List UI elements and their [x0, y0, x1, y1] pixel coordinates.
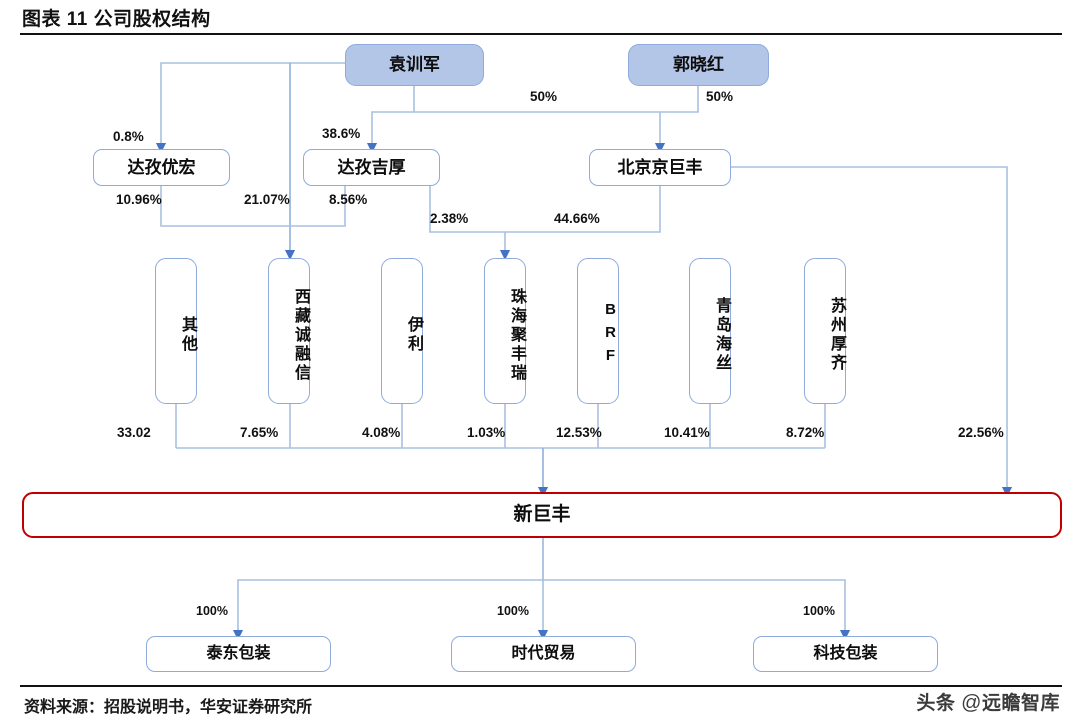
node-label: 时代贸易 — [511, 645, 576, 663]
pct-haisi: 10.41% — [664, 425, 710, 440]
node-brf[interactable]: BRF — [577, 258, 619, 404]
node-label: 西藏诚融信 — [292, 287, 309, 383]
edge-yuan-to-daziyouhong — [155, 62, 345, 154]
node-yili[interactable]: 伊利 — [381, 258, 423, 404]
pct-yuan-to-daziyouhong: 0.8% — [113, 129, 144, 144]
source-note: 资料来源：招股说明书，华安证券研究所 — [24, 699, 313, 716]
footer-divider — [20, 685, 1062, 687]
pct-jufengrui: 1.03% — [467, 425, 506, 440]
title-divider — [20, 33, 1062, 35]
node-qingdao-haisi[interactable]: 青岛海丝 — [689, 258, 731, 404]
node-dazi-jihou[interactable]: 达孜吉厚 — [303, 149, 440, 186]
node-label: BRF — [602, 300, 619, 370]
pct-yuan-to-dazijihou: 38.6% — [322, 126, 361, 141]
node-label: 郭晓红 — [673, 55, 724, 75]
watermark: 头条 @远瞻智库 — [916, 688, 1060, 715]
pct-sub-shidai: 100% — [497, 604, 529, 618]
node-keji-baozhuang[interactable]: 科技包装 — [753, 636, 938, 672]
node-label: 其他 — [179, 316, 196, 354]
node-label: 达孜优宏 — [127, 157, 196, 177]
pct-sub-taidong: 100% — [196, 604, 228, 618]
node-qita[interactable]: 其他 — [155, 258, 197, 404]
node-shidai-maoyi[interactable]: 时代贸易 — [451, 636, 636, 672]
node-label: 达孜吉厚 — [337, 157, 406, 177]
node-label: 青岛海丝 — [713, 297, 730, 373]
node-guoxiaohong[interactable]: 郭晓红 — [628, 44, 769, 86]
pct-guo-to-jingjufeng: 50% — [706, 89, 734, 104]
node-label: 伊利 — [405, 316, 422, 354]
watermark-at-icon: @ — [961, 692, 982, 714]
pct-jingjufeng-to-jufengrui: 44.66% — [554, 211, 600, 226]
watermark-prefix: 头条 — [916, 693, 956, 714]
node-label: 新巨丰 — [513, 504, 571, 526]
pct-daziyouhong-down: 10.96% — [116, 192, 162, 207]
pct-brf: 12.53% — [556, 425, 602, 440]
node-suzhou-houqi[interactable]: 苏州厚齐 — [804, 258, 846, 404]
node-label: 科技包装 — [813, 645, 878, 663]
edge-xinjufeng-to-taidong — [232, 538, 544, 641]
pct-houqi: 8.72% — [786, 425, 825, 440]
edge-jingjufeng-to-xinjufeng — [731, 166, 1013, 498]
node-label: 袁训军 — [389, 55, 440, 75]
pct-qita: 33.02 — [117, 425, 151, 440]
pct-sub-keji: 100% — [803, 604, 835, 618]
pct-yili: 4.08% — [362, 425, 401, 440]
watermark-suffix: 远瞻智库 — [981, 693, 1060, 714]
node-taidong-baozhuang[interactable]: 泰东包装 — [146, 636, 331, 672]
edge-yuan-to-dazijihou — [366, 86, 415, 154]
pct-dazijihou-down: 8.56% — [329, 192, 368, 207]
node-label: 北京京巨丰 — [617, 157, 703, 177]
node-dazi-youhong[interactable]: 达孜优宏 — [93, 149, 230, 186]
node-xizang-chengrongxin[interactable]: 西藏诚融信 — [268, 258, 310, 404]
edge-xinjufeng-to-keji — [543, 579, 851, 641]
pct-yuan-to-jingjufeng: 50% — [530, 89, 558, 104]
node-beijing-jingjufeng[interactable]: 北京京巨丰 — [589, 149, 731, 186]
pct-jingjufeng-direct: 22.56% — [958, 425, 1004, 440]
pct-chengrongxin: 7.65% — [240, 425, 279, 440]
node-zhuhai-jufengrui[interactable]: 珠海聚丰瑞 — [484, 258, 526, 404]
pct-dazijihou-to-jufengrui: 2.38% — [430, 211, 469, 226]
pct-yuan-to-chengrongxin: 21.07% — [244, 192, 290, 207]
node-label: 泰东包装 — [206, 645, 271, 663]
node-xinjufeng[interactable]: 新巨丰 — [22, 492, 1062, 538]
node-yuanxunjun[interactable]: 袁训军 — [345, 44, 484, 86]
page-title: 图表 11 公司股权结构 — [22, 9, 211, 30]
edge-guo-to-jingjufeng — [654, 86, 699, 154]
node-label: 苏州厚齐 — [828, 297, 845, 373]
node-label: 珠海聚丰瑞 — [508, 287, 525, 383]
